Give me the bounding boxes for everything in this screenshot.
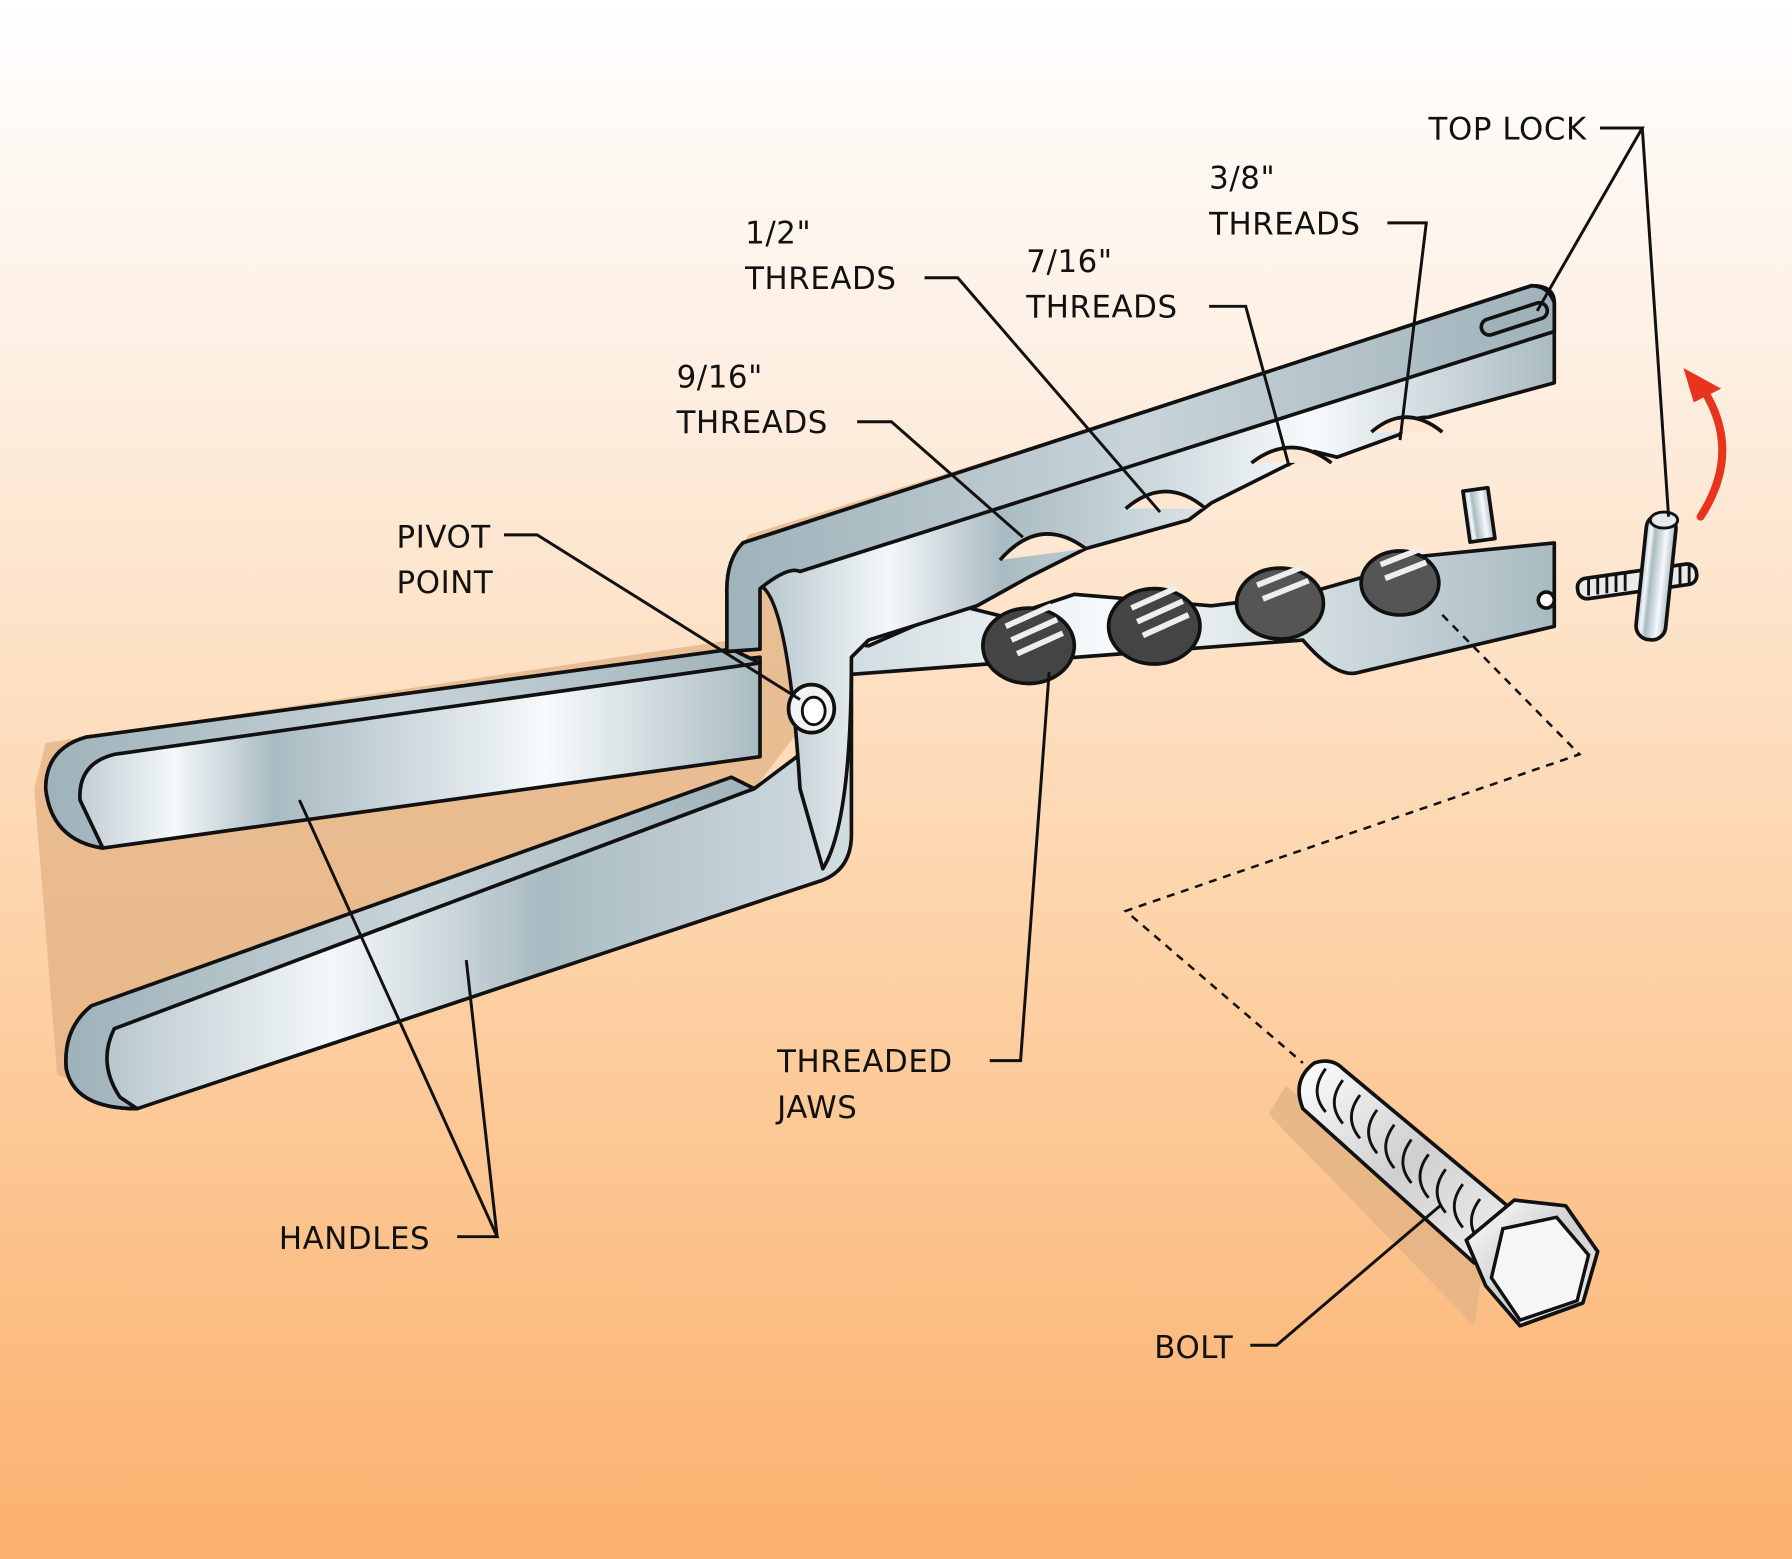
label-9-16-size: 9/16" xyxy=(677,359,763,395)
label-handles: HANDLES xyxy=(279,1221,430,1257)
label-3-8-size: 3/8" xyxy=(1209,161,1275,197)
label-bolt: BOLT xyxy=(1154,1330,1233,1366)
label-7-16-size: 7/16" xyxy=(1026,244,1112,280)
leader-lines xyxy=(298,126,1671,1347)
label-1-2-threads: THREADS xyxy=(744,261,896,297)
lock-tab xyxy=(1461,485,1497,544)
alignment-guide-line xyxy=(1123,614,1582,1064)
label-9-16-threads: THREADS xyxy=(676,405,828,441)
label-threaded-jaws-line2: JAWS xyxy=(775,1090,857,1126)
label-top-lock: TOP LOCK xyxy=(1428,111,1587,147)
label-3-8-threads: THREADS xyxy=(1208,206,1360,242)
upper-handle xyxy=(43,647,762,850)
top-lock-screw xyxy=(1575,510,1699,642)
label-pivot-line2: POINT xyxy=(397,565,494,601)
lower-jaw-threads xyxy=(981,545,1441,686)
rotation-arrow-icon xyxy=(1683,368,1727,521)
lock-pin-hole xyxy=(1536,590,1557,610)
labels: TOP LOCK 3/8" THREADS 1/2" THREADS 7/16"… xyxy=(279,111,1587,1365)
label-1-2-size: 1/2" xyxy=(745,215,811,251)
pivot-rivet xyxy=(786,682,837,735)
label-threaded-jaws-line1: THREADED xyxy=(776,1044,953,1080)
label-pivot-line1: PIVOT xyxy=(397,519,491,555)
top-lock-slot xyxy=(1479,300,1550,337)
bolt xyxy=(1268,1059,1600,1328)
label-7-16-threads: THREADS xyxy=(1025,290,1177,326)
